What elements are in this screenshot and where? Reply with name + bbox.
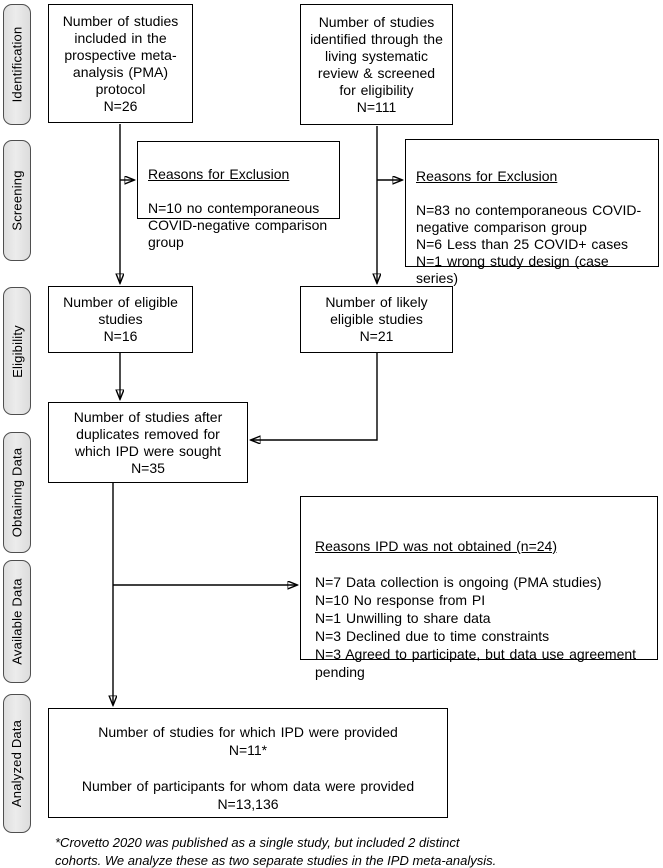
box-pma-protocol-text: Number of studies included in the prospe…: [62, 12, 179, 114]
ipd-not-obtained-heading: Reasons IPD was not obtained (n=24): [315, 538, 557, 554]
box-eligible-studies-text: Number of eligible studies N=16: [63, 294, 178, 344]
stage-label-text: Available Data: [9, 578, 25, 665]
stage-label-analyzed-data: Analyzed Data: [3, 694, 31, 833]
box-ipd-provided: Number of studies for which IPD were pro…: [48, 708, 448, 818]
box-likely-eligible-studies: Number of likely eligible studies N=21: [300, 286, 453, 353]
ipd-not-obtained-body: N=7 Data collection is ongoing (PMA stud…: [315, 574, 637, 680]
stage-label-text: Screening: [9, 170, 25, 231]
exclusion-right-heading: Reasons for Exclusion: [416, 168, 558, 184]
footnote: *Crovetto 2020 was published as a single…: [55, 835, 497, 868]
stage-label-text: Eligibility: [9, 324, 25, 378]
stage-label-text: Obtaining Data: [9, 447, 25, 538]
box-duplicates-removed: Number of studies after duplicates remov…: [48, 402, 248, 483]
box-exclusion-left: Reasons for Exclusion N=10 no contempora…: [137, 141, 340, 250]
stage-label-obtaining-data: Obtaining Data: [3, 432, 31, 553]
stage-label-text: Identification: [9, 26, 25, 103]
stage-label-available-data: Available Data: [3, 560, 31, 683]
exclusion-left-body: N=10 no contemporaneous COVID-negative c…: [148, 200, 328, 250]
stage-label-identification: Identification: [3, 4, 31, 125]
box-pma-protocol: Number of studies included in the prospe…: [48, 4, 193, 123]
box-duplicates-removed-text: Number of studies after duplicates remov…: [73, 408, 223, 476]
box-eligible-studies: Number of eligible studies N=16: [48, 286, 193, 353]
box-likely-eligible-studies-text: Number of likely eligible studies N=21: [325, 294, 428, 344]
box-ipd-provided-text: Number of studies for which IPD were pro…: [81, 724, 415, 812]
exclusion-right-body: N=83 no contemporaneous COVID- negative …: [416, 202, 642, 286]
box-exclusion-right: Reasons for Exclusion N=83 no contempora…: [405, 139, 659, 286]
stage-label-screening: Screening: [3, 140, 31, 261]
stage-label-eligibility: Eligibility: [3, 287, 31, 415]
stage-label-text: Analyzed Data: [9, 719, 25, 808]
box-lsr-identified-text: Number of studies identified through the…: [310, 13, 443, 115]
box-lsr-identified: Number of studies identified through the…: [300, 4, 453, 125]
box-ipd-not-obtained: Reasons IPD was not obtained (n=24) N=7 …: [300, 496, 658, 680]
arrow-likely-eligible-to-duplicates: [251, 353, 378, 440]
exclusion-left-heading: Reasons for Exclusion: [148, 166, 290, 182]
